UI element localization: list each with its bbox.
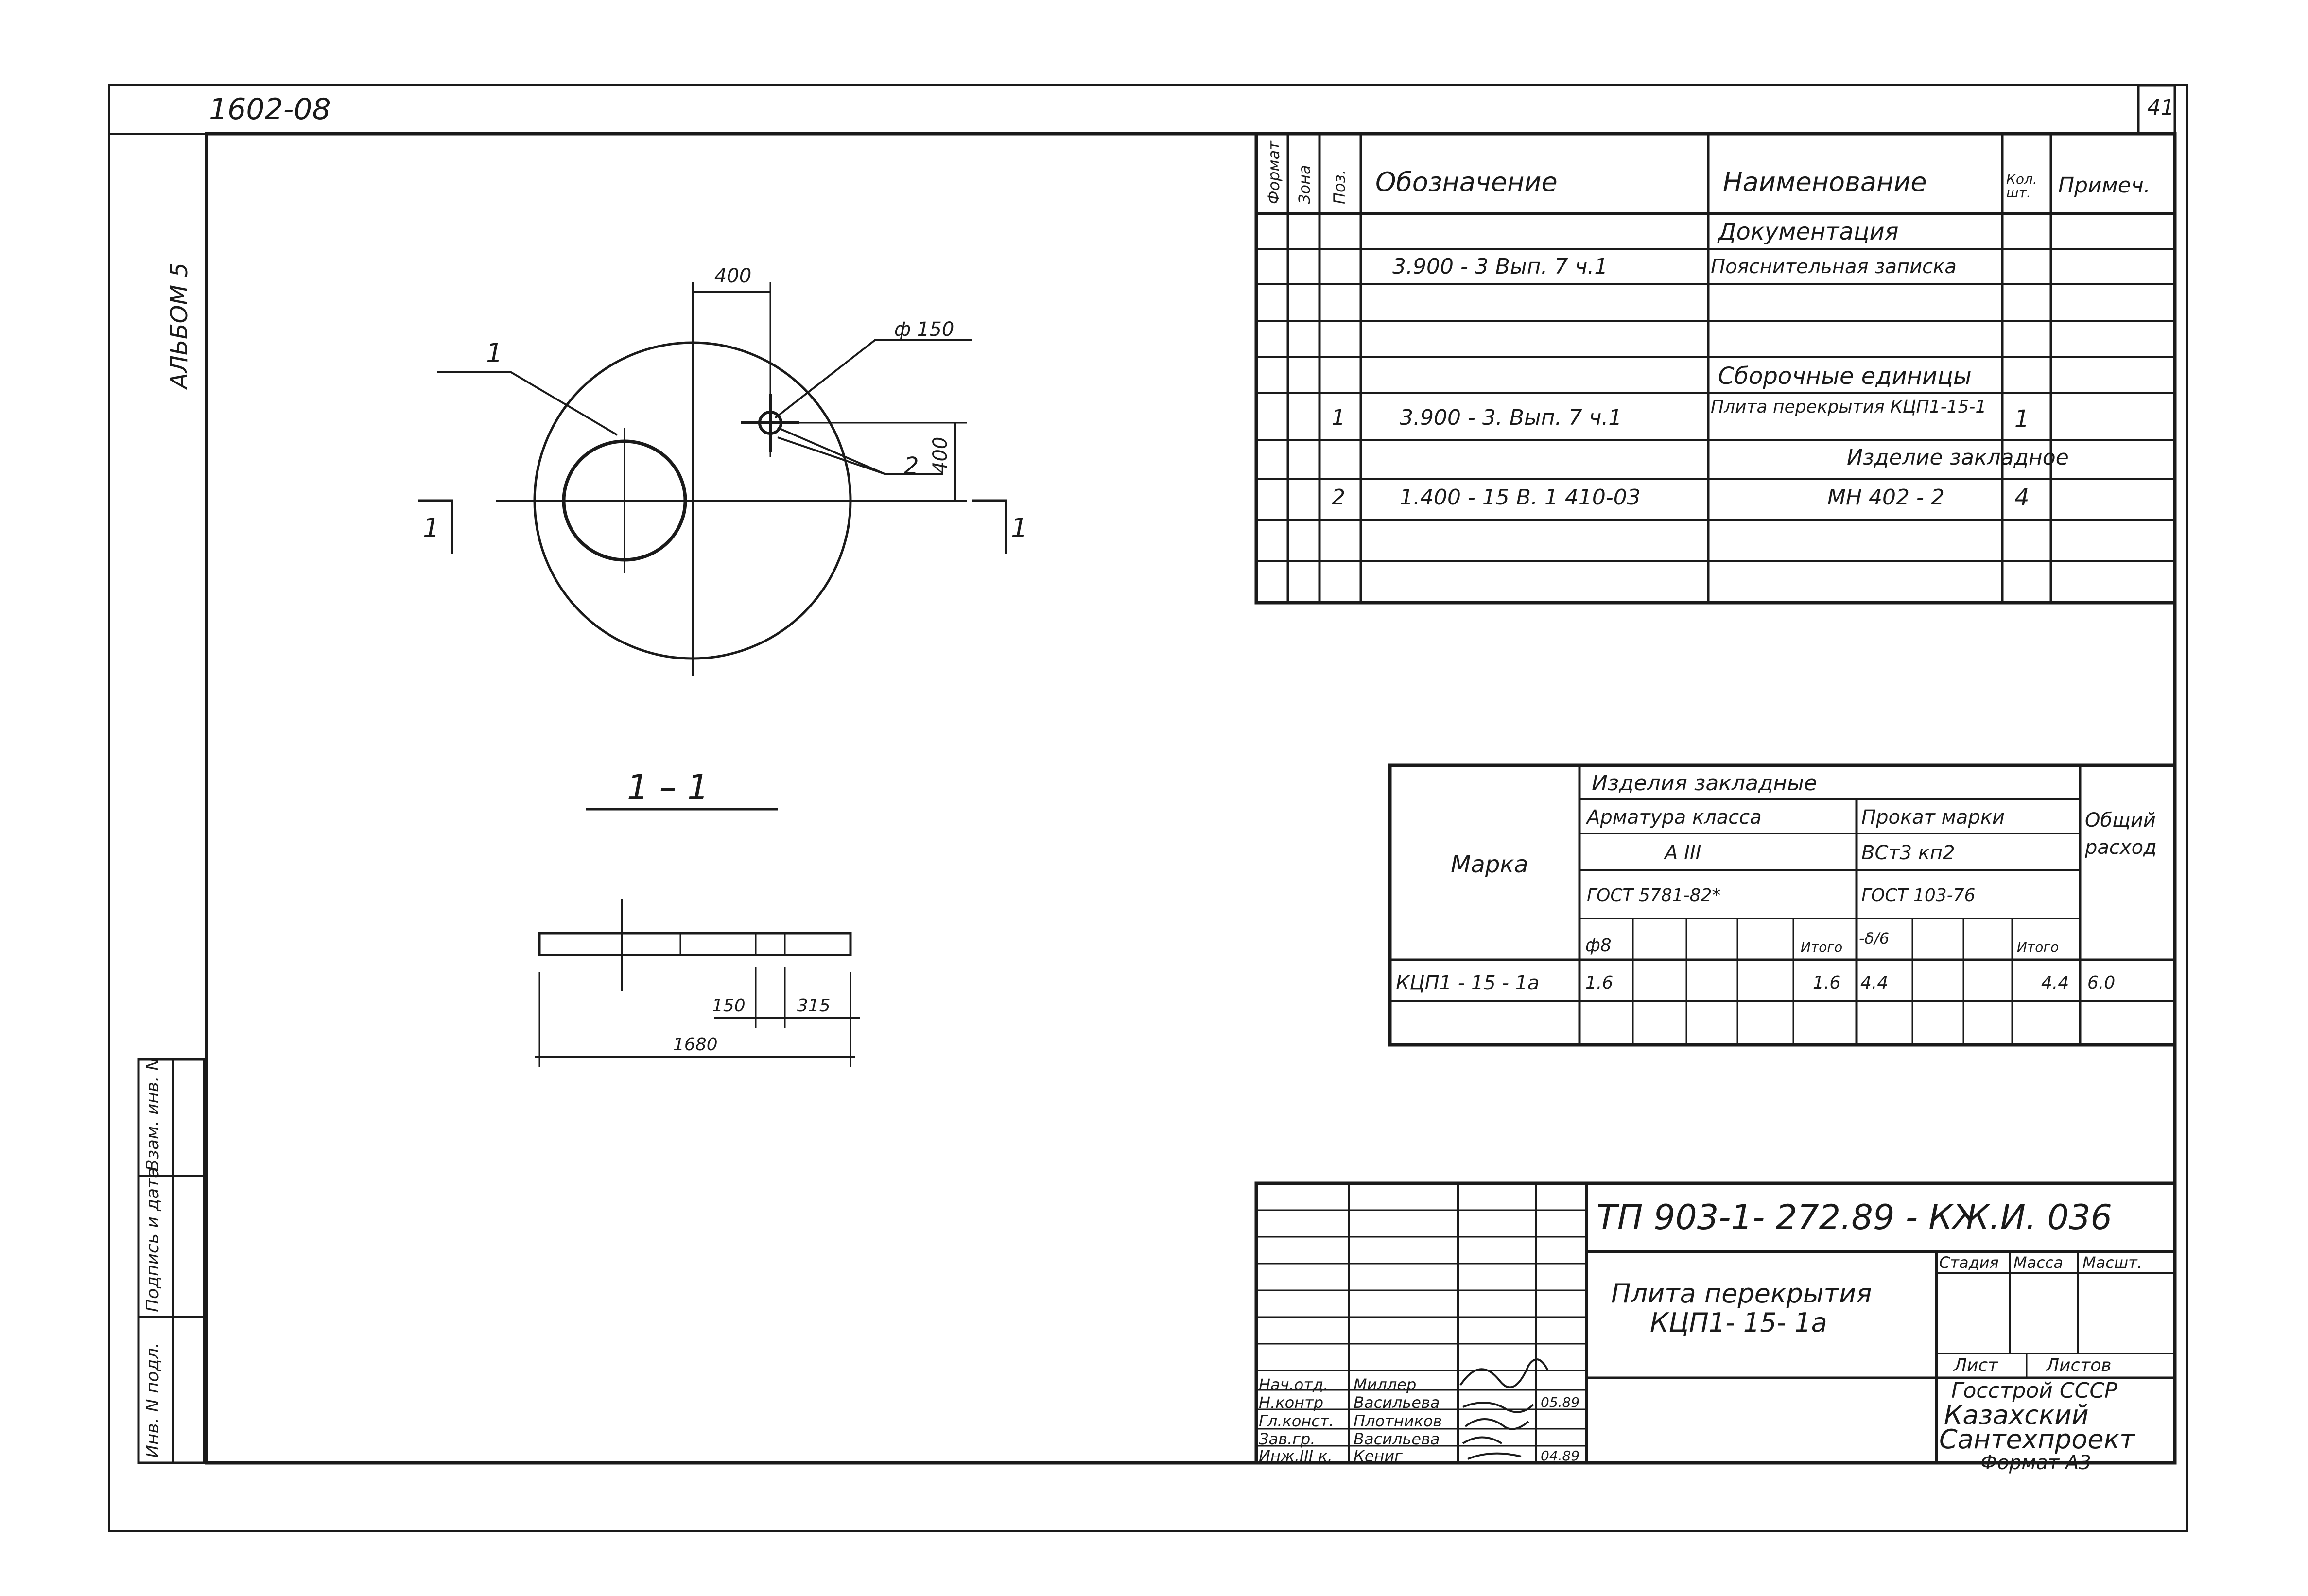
spec-header-qty: Кол. шт.: [2006, 171, 2037, 201]
hole-diameter-label: ф 150: [894, 318, 954, 341]
steel-group-header: Изделия закладные: [1592, 771, 1817, 796]
title-block-grid: [1254, 1181, 2177, 1465]
signer-role: Н.контр: [1259, 1393, 1324, 1412]
steel-itogo-a: Итого: [1801, 939, 1843, 955]
title-block-code: ТП 903-1- 272.89 - КЖ.И. 036: [1597, 1197, 2113, 1237]
spec-header-note: Примеч.: [2058, 173, 2151, 198]
signer-name: Васильева: [1354, 1393, 1440, 1412]
spec-row-name: Документация: [1718, 218, 1899, 245]
steel-sub-a: ф8: [1585, 936, 1612, 955]
signer-role: Инж.III к.: [1259, 1447, 1333, 1465]
dim-150: 150: [712, 996, 746, 1016]
signer-name: Кениг: [1354, 1447, 1403, 1465]
spec-row-designation: 1.400 - 15 В. 1 410-03: [1400, 485, 1641, 510]
signer-name: Васильева: [1354, 1430, 1440, 1448]
steel-row-a-total: 1.6: [1813, 973, 1841, 993]
title-block-name-2: КЦП1- 15- 1а: [1650, 1307, 1827, 1338]
spec-header-zone: Зона: [1295, 165, 1314, 204]
side-stamp-vzam: Взам. инв. N: [143, 1058, 163, 1171]
signer-name: Плотников: [1354, 1412, 1442, 1430]
signer-role: Гл.конст.: [1259, 1412, 1334, 1430]
spec-header-pos: Поз.: [1330, 170, 1349, 204]
section-view-geometry: [535, 808, 860, 1067]
title-block-mass: Масса: [2013, 1253, 2064, 1272]
side-stamp-inv-podl: Инв. N подл.: [143, 1342, 163, 1458]
side-stamp-podpis: Подпись и дата: [143, 1167, 163, 1312]
outer-frame: [108, 84, 2188, 1532]
section-title: 1 – 1: [627, 767, 709, 807]
dim-400-top: 400: [714, 265, 752, 287]
signature-marks: [1459, 1358, 1549, 1460]
dim-1680: 1680: [673, 1035, 718, 1055]
spec-row-name: Пояснительная записка: [1711, 256, 1957, 278]
album-label: АЛЬБОМ 5: [166, 262, 193, 389]
document-code: 1602-08: [209, 92, 331, 126]
steel-row-total: 6.0: [2087, 973, 2116, 993]
steel-total-header: Общий расход: [2085, 809, 2157, 859]
dim-400-right: 400: [929, 436, 952, 474]
inner-frame: [205, 132, 2177, 1465]
spec-row-pos: 2: [1332, 485, 1345, 510]
spec-header-format: Формат: [1265, 141, 1283, 204]
org-line-1: Госстрой СССР: [1951, 1378, 2117, 1403]
steel-armatura-class: А III: [1665, 842, 1701, 864]
spec-table-grid: [1254, 132, 2177, 605]
steel-table-grid: [1388, 763, 2177, 1047]
spec-row-name: МН 402 - 2: [1827, 485, 1944, 510]
steel-row-b-val: 4.4: [1860, 973, 1889, 993]
steel-row-a-val: 1.6: [1585, 973, 1614, 993]
title-block-sheet: Лист: [1954, 1355, 1998, 1375]
steel-sub-b: -δ/6: [1859, 929, 1890, 948]
signer-date: 04.89: [1541, 1448, 1580, 1464]
format-label: Формат А3: [1980, 1452, 2091, 1474]
steel-itogo-b: Итого: [2017, 939, 2059, 955]
section-mark-right: 1: [1011, 513, 1028, 543]
signer-date: 05.89: [1541, 1394, 1580, 1410]
org-line-2: Казахский: [1944, 1400, 2089, 1430]
title-block-stage: Стадия: [1939, 1253, 1999, 1272]
spec-header-name: Наименование: [1723, 167, 1927, 197]
section-mark-left: 1: [423, 513, 440, 543]
spec-row-pos: 1: [1332, 405, 1345, 430]
spec-row-qty: 1: [2014, 405, 2030, 433]
spec-row-name: Сборочные единицы: [1718, 363, 1972, 390]
steel-row-marka: КЦП1 - 15 - 1а: [1396, 972, 1540, 994]
spec-row-designation: 3.900 - 3 Вып. 7 ч.1: [1392, 254, 1608, 279]
plan-view-geometry: [418, 282, 1007, 676]
title-block-name-1: Плита перекрытия: [1611, 1278, 1872, 1309]
steel-prokat-header: Прокат марки: [1861, 806, 2005, 829]
signer-name: Миллер: [1354, 1375, 1417, 1394]
dim-315: 315: [797, 996, 831, 1016]
steel-prokat-gost: ГОСТ 103-76: [1861, 885, 1976, 905]
spec-row-name: Изделие закладное: [1847, 445, 2069, 470]
title-block-sheets: Листов: [2046, 1355, 2112, 1375]
spec-row-name: Плита перекрытия КЦП1-15-1: [1711, 397, 1987, 417]
signer-role: Зав.гр.: [1259, 1430, 1316, 1448]
org-line-3: Сантехпроект: [1939, 1424, 2135, 1455]
steel-row-b-total: 4.4: [2041, 973, 2069, 993]
spec-row-designation: 3.900 - 3. Вып. 7 ч.1: [1400, 405, 1622, 430]
title-block-scale: Масшт.: [2082, 1253, 2142, 1272]
steel-armatura-header: Арматура класса: [1587, 806, 1762, 829]
steel-armatura-gost: ГОСТ 5781-82*: [1587, 885, 1721, 905]
spec-header-designation: Обозначение: [1375, 167, 1558, 197]
side-stamp-box: [137, 1058, 206, 1464]
steel-prokat-grade: ВСт3 кп2: [1861, 842, 1955, 864]
position-2-callout: 2: [904, 452, 919, 480]
spec-row-qty: 4: [2014, 484, 2030, 511]
sheet-number: 41: [2147, 95, 2174, 120]
position-1-callout: 1: [486, 338, 503, 368]
steel-marka-header: Марка: [1451, 851, 1528, 878]
signer-role: Нач.отд.: [1259, 1375, 1329, 1394]
